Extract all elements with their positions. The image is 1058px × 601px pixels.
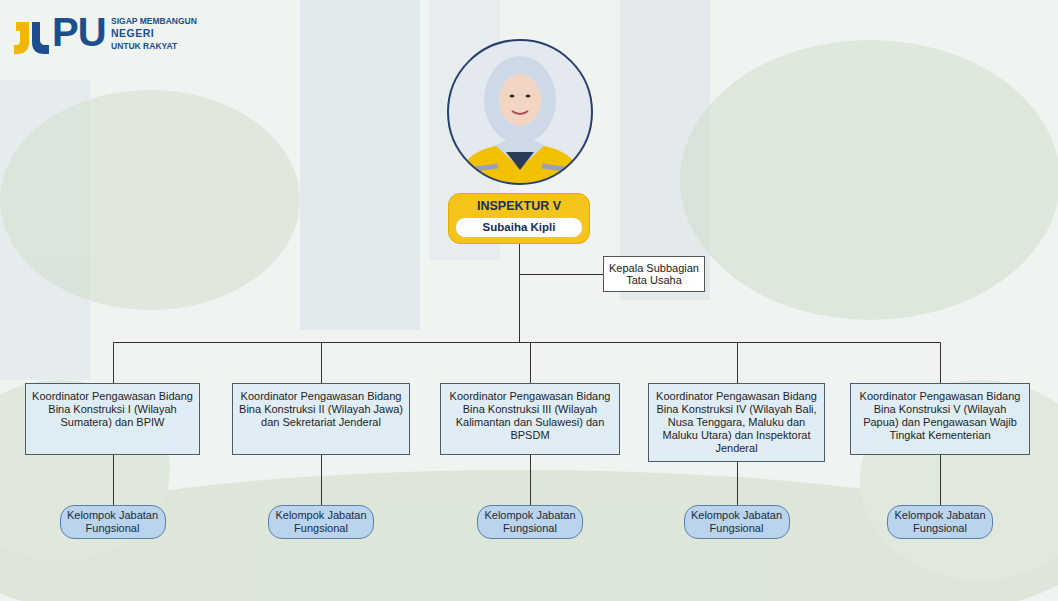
node-text: INSPEKTUR V <box>449 199 589 214</box>
eye <box>526 94 531 97</box>
node-text: Kelompok Jabatan Fungsional <box>894 509 986 535</box>
org-connector <box>520 244 531 383</box>
name-pill: Subaiha Kipli <box>455 217 583 238</box>
hijab <box>484 56 556 144</box>
logo-text: PU <box>52 10 106 55</box>
org-connector <box>114 244 520 383</box>
unit-box: Koordinator Pengawasan Bidang Bina Konst… <box>25 383 200 455</box>
logo-tagline: UNTUK RAKYAT <box>111 41 177 51</box>
node-text: Koordinator Pengawasan Bidang Bina Konst… <box>857 390 1023 442</box>
node-text: Kelompok Jabatan Fungsional <box>275 509 367 535</box>
eye <box>510 94 515 97</box>
org-connector <box>322 244 520 383</box>
unit-box: Koordinator Pengawasan Bidang Bina Konst… <box>850 383 1030 455</box>
unit-box: Koordinator Pengawasan Bidang Bina Konst… <box>232 383 410 455</box>
node-text: Koordinator Pengawasan Bidang Bina Konst… <box>32 390 193 429</box>
portrait-picture <box>440 36 600 196</box>
logo-mark <box>14 22 29 54</box>
face <box>499 74 541 126</box>
node-text: Kelompok Jabatan Fungsional <box>484 509 576 535</box>
node-text: Kepala Subbagian Tata Usaha <box>608 262 700 286</box>
staff-box: Kepala Subbagian Tata Usaha <box>603 256 705 292</box>
node-text: Kelompok Jabatan Fungsional <box>691 509 783 535</box>
org-connector <box>530 455 531 505</box>
org-connector <box>113 455 114 505</box>
node-text: Koordinator Pengawasan Bidang Bina Konst… <box>447 390 613 442</box>
node-text: Kelompok Jabatan Fungsional <box>67 509 159 535</box>
logo-mark <box>32 22 49 54</box>
unit-box: Koordinator Pengawasan Bidang Bina Konst… <box>440 383 620 455</box>
vest <box>452 146 588 196</box>
group-pill: Kelompok Jabatan Fungsional <box>60 505 166 539</box>
collar <box>506 152 534 170</box>
smile <box>512 111 528 114</box>
org-connector <box>940 455 941 505</box>
node-text: Koordinator Pengawasan Bidang Bina Konst… <box>239 390 403 429</box>
node-text: Subaiha Kipli <box>460 220 578 235</box>
node-text: Koordinator Pengawasan Bidang Bina Konst… <box>655 390 818 455</box>
org-connector <box>737 462 738 505</box>
portrait-ground <box>440 36 600 196</box>
group-pill: Kelompok Jabatan Fungsional <box>477 505 583 539</box>
logo-tagline: SIGAP MEMBANGUN <box>111 16 197 26</box>
org-connector <box>520 244 604 275</box>
org-connector <box>520 244 941 383</box>
unit-box: Koordinator Pengawasan Bidang Bina Konst… <box>648 383 825 462</box>
group-pill: Kelompok Jabatan Fungsional <box>268 505 374 539</box>
org-connector <box>520 244 738 383</box>
group-pill: Kelompok Jabatan Fungsional <box>684 505 790 539</box>
org-connector <box>321 455 322 505</box>
portrait-frame <box>448 40 592 184</box>
logo-tagline: NEGERI <box>111 27 154 39</box>
title-band: INSPEKTUR V Subaiha Kipli <box>448 193 590 244</box>
group-pill: Kelompok Jabatan Fungsional <box>887 505 993 539</box>
